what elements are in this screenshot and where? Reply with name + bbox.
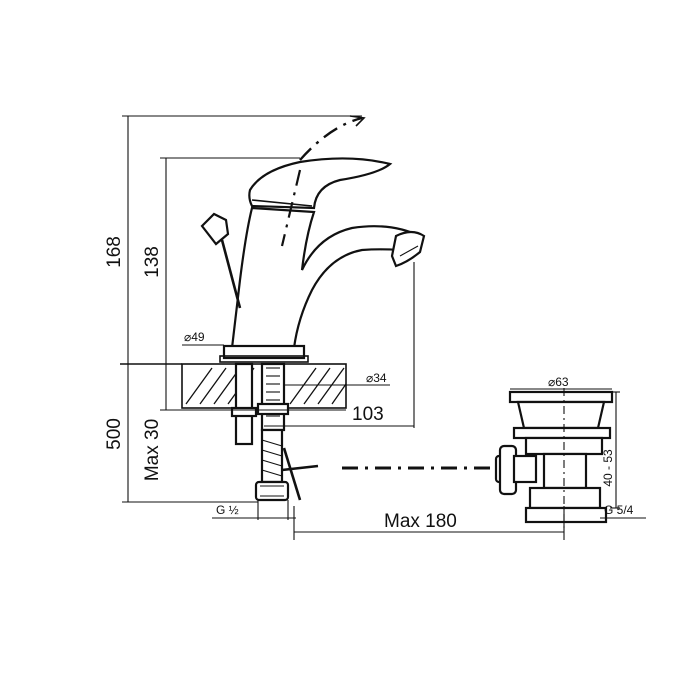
dim-dia-63: ⌀63 (510, 375, 612, 390)
dim-168-label: 168 (104, 236, 125, 268)
dim-138: 138 (142, 157, 300, 364)
dim-dia-49: ⌀49 (182, 330, 224, 346)
drain-assembly (508, 388, 614, 528)
dim-103-label: 103 (352, 404, 384, 425)
dim-g-half: G ½ (212, 500, 296, 520)
faucet-body (219, 157, 426, 363)
dim-40-53-label: 40 - 53 (601, 449, 615, 487)
dim-g-half-label: G ½ (216, 503, 239, 517)
lever-rotation-lines (280, 115, 366, 247)
mounting-shank (230, 362, 290, 446)
dim-max-180-label: Max 180 (384, 511, 457, 532)
dim-g-5-4-label: G 5/4 (604, 503, 634, 517)
dim-40-53: 40 - 53 (601, 391, 620, 509)
dim-g-5-4: G 5/4 (600, 503, 646, 519)
pop-up-rod (200, 212, 242, 309)
dim-dia-63-label: ⌀63 (548, 375, 569, 389)
supply-hose (254, 428, 290, 502)
drain-linkage (281, 444, 538, 501)
dim-max-180: Max 180 (293, 506, 565, 540)
dim-500: 500 (104, 364, 258, 503)
countertop-section (120, 363, 347, 409)
dim-138-label: 138 (142, 246, 163, 278)
dim-dia-49-label: ⌀49 (184, 330, 205, 344)
dim-max-30-label: Max 30 (142, 419, 163, 481)
dim-dia-34-label: ⌀34 (366, 371, 387, 385)
dim-103: 103 (264, 262, 415, 428)
dim-168: 168 (104, 115, 362, 364)
dim-dia-34: ⌀34 (284, 371, 390, 386)
dim-500-label: 500 (104, 418, 125, 450)
dim-max-30: Max 30 (142, 364, 346, 481)
